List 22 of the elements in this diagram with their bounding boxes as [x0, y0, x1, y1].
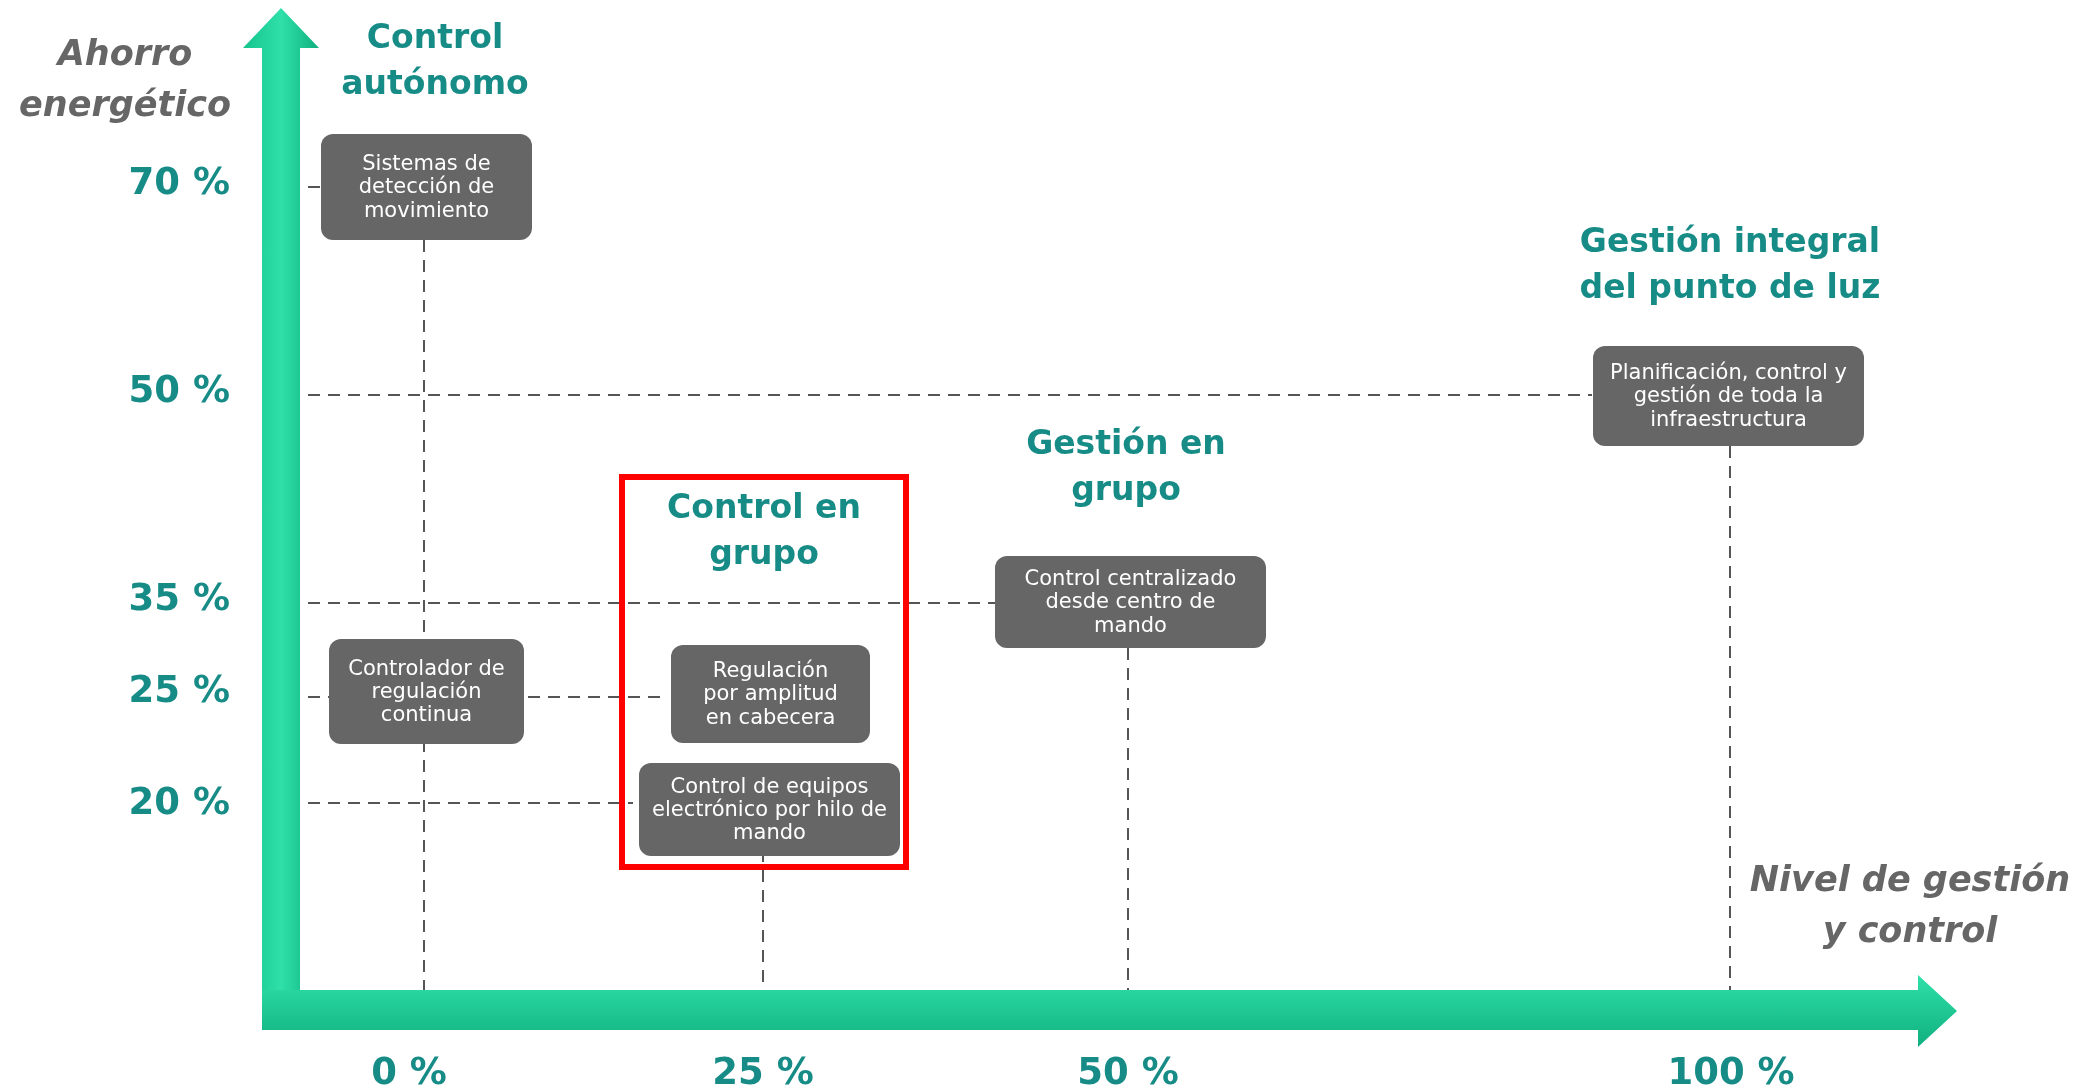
process-box: Control centralizado desde centro de mando: [995, 556, 1266, 648]
tick-label: 50 %: [127, 368, 230, 411]
tick-label: 25 %: [711, 1050, 815, 1092]
process-box: Sistemas de detección de movimiento: [321, 134, 532, 240]
tick-label: 0 %: [370, 1050, 448, 1092]
axis-title: Ahorro energético: [18, 32, 232, 126]
process-box: Control de equipos electrónico por hilo de mando: [639, 763, 900, 856]
tick-label: 20 %: [127, 780, 230, 823]
tick-label: 100 %: [1666, 1050, 1796, 1092]
category-heading: Gestión en grupo: [1026, 422, 1226, 511]
axis-title: Nivel de gestión y control: [1748, 858, 2072, 952]
process-box: Controlador de regulación continua: [329, 639, 524, 744]
tick-label: 25 %: [127, 668, 230, 711]
highlight-frame: [619, 474, 909, 870]
tick-label: 50 %: [1076, 1050, 1180, 1092]
group-heading: Control en grupo: [666, 486, 862, 575]
tick-label: 35 %: [127, 576, 230, 619]
process-box: Regulación por amplitud en cabecera: [671, 645, 870, 743]
process-box: Planificación, control y gestión de toda la infraestructura: [1593, 346, 1864, 446]
tick-label: 70 %: [127, 160, 230, 203]
category-heading: Gestión integral del punto de luz: [1578, 220, 1882, 309]
category-heading: Control autónomo: [340, 16, 530, 105]
